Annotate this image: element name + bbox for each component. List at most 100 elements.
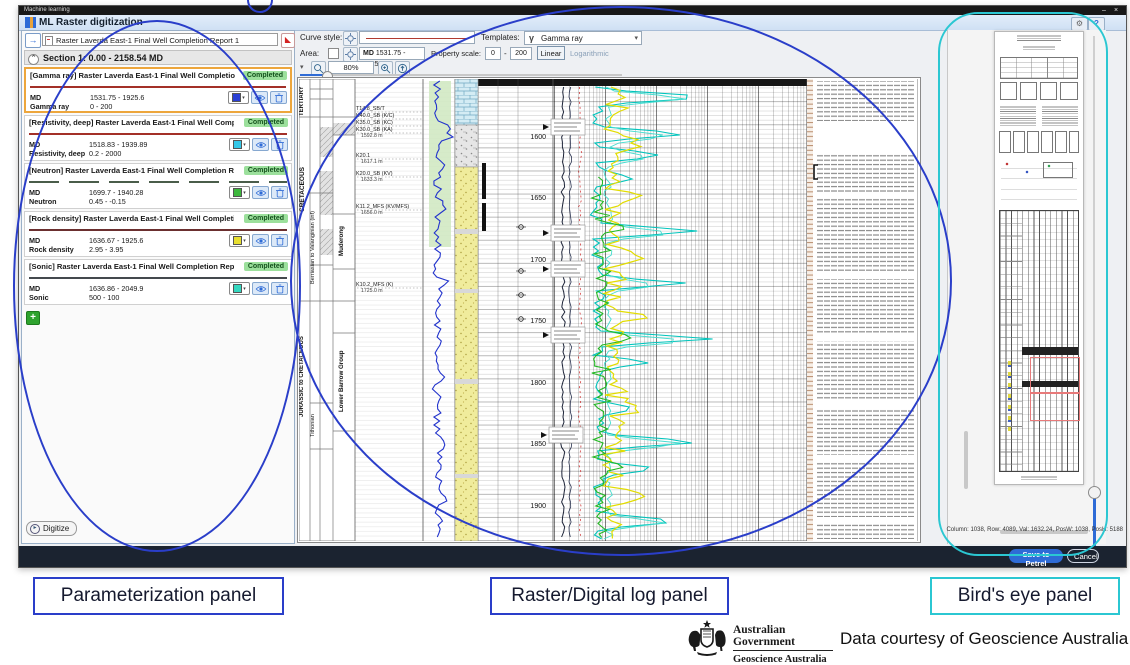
color-swatch-dropdown[interactable]: ▾ [228,91,249,104]
help-icon[interactable]: ? [1088,16,1105,31]
curve-style-preview [29,181,287,183]
birdseye-slider-track[interactable] [1093,36,1095,548]
scale-from-input[interactable]: 0 [485,47,501,60]
strat-stage: Tithonian [310,414,316,438]
visibility-eye-button[interactable] [252,234,269,247]
digitize-label: Digitize [43,524,70,533]
curve-card-rock-density[interactable]: [Rock density] Raster Laverda East-1 Fin… [24,211,292,257]
gamma-icon: γ [529,33,535,43]
track-header [478,79,807,86]
depth-label: 1650 [530,195,546,202]
eye-icon [255,285,266,292]
visibility-eye-button[interactable] [251,91,268,104]
depth-label: 1800 [530,380,546,387]
digitize-button[interactable]: ▸ Digitize [26,521,78,536]
label-log-panel: Raster/Digital log panel [490,577,729,615]
source-log-field[interactable]: Raster Laverda East-1 Final Well Complet… [42,33,278,46]
eye-icon [255,237,266,244]
curve-card-title: [Resistivity, deep] Raster Laverda East-… [29,118,234,127]
template-dropdown[interactable]: γ Gamma ray ▾ [524,31,642,45]
curve-card-title: [Gamma ray] Raster Laverda East-1 Final … [30,71,235,80]
mini-box [1000,82,1017,100]
dash: - [403,50,406,57]
curve-card-neutron[interactable]: [Neutron] Raster Laverda East-1 Final We… [24,163,292,209]
curve-card-sonic[interactable]: [Sonic] Raster Laverda East-1 Final Well… [24,259,292,305]
blue-arrow-icon[interactable]: → [25,33,41,48]
log-graphics [299,79,918,541]
color-swatch-dropdown[interactable]: ▾ [229,282,250,295]
delete-button[interactable] [271,234,288,247]
mini-title-lines [1023,45,1055,51]
area-checkbox[interactable] [328,48,339,59]
app-header: ML Raster digitization ⚙ ? [19,15,1126,31]
pick-area-icon[interactable] [343,47,358,62]
strat-stage: Berriasian to Valanginian (inf) [310,211,316,285]
curve-style-preview-box[interactable] [359,31,475,44]
delete-button[interactable] [270,91,287,104]
red-flag-icon[interactable]: ◣ [281,33,295,48]
raster-log-view[interactable]: TERTIARY CRETACEOUS JURASSIC to CRETACEO… [297,77,921,543]
chevron-down-icon: ▾ [634,35,638,42]
logarithmic-button[interactable]: Logarithmic [570,49,609,58]
birdseye-thumbnail[interactable] [994,31,1084,485]
close-icon[interactable]: × [1113,7,1119,14]
save-to-petrel-button[interactable]: Save to Petrel [1009,549,1063,568]
delete-button[interactable] [271,138,288,151]
log-curves [431,80,713,540]
formation-top: K10.2_MFS (K) [356,282,394,288]
pick-style-icon[interactable] [343,31,358,46]
delete-button[interactable] [271,282,288,295]
cancel-button[interactable]: Cancel [1067,549,1099,563]
zoom-level-input[interactable]: 80% [328,61,374,74]
cursor-status-line: Column: 1038, Row: 4089, Val: 1632.24, P… [946,527,1123,533]
collapse-chevron-icon[interactable]: ⌃ [28,53,39,65]
visibility-eye-button[interactable] [252,138,269,151]
visibility-eye-button[interactable] [252,282,269,295]
color-swatch-dropdown[interactable]: ▾ [229,234,250,247]
curve-style-preview [29,133,287,135]
dropdown-arrow-icon: ▾ [242,94,245,101]
visibility-eye-button[interactable] [252,186,269,199]
area-md-range[interactable]: MD 1531.75 - 1925.6 [359,47,425,68]
birdseye-slider-fill [1092,496,1096,546]
md-from: 1531.75 [375,50,402,57]
dropdown-arrow-icon: ▾ [243,189,246,196]
source-log-name: Raster Laverda East-1 Final Well Complet… [56,36,240,45]
birdseye-slider-handle[interactable] [1088,486,1101,499]
settings-gear-icon[interactable]: ⚙ [1071,16,1088,31]
mini-vertical-scrollbar[interactable] [964,431,968,489]
section-header[interactable]: ⌃ Section 1: 0.00 - 2158.54 MD [24,50,292,65]
mini-header-cell [1069,131,1079,153]
data-credit: Data courtesy of Geoscience Australia [840,629,1129,648]
section-title: Section 1: 0.00 - 2158.54 MD [43,53,164,63]
minimize-icon[interactable]: – [1102,7,1106,14]
zoom-slider-track[interactable] [300,70,622,82]
color-swatch-dropdown[interactable]: ▾ [229,186,250,199]
add-curve-button[interactable]: + [26,311,40,325]
linear-button[interactable]: Linear [537,46,565,60]
property-scale-label: Property scale: [431,49,482,58]
formation-top: K11.2_MFS (KV/MFS) [356,204,410,210]
curve-card-gamma-ray[interactable]: [Gamma ray] Raster Laverda East-1 Final … [24,67,292,113]
divider [733,650,833,651]
color-swatch-dropdown[interactable]: ▾ [229,138,250,151]
mini-header-cell [1027,131,1039,153]
curve-card-resistivity[interactable]: [Resistivity, deep] Raster Laverda East-… [24,115,292,161]
chevron-down-icon[interactable]: ▾ [300,64,304,71]
mini-table [1000,57,1078,79]
fit-view-icon[interactable] [395,61,410,76]
curve-style-preview [29,277,287,279]
horizontal-scrollbar[interactable] [1000,530,1088,534]
depth-label: 1600 [530,134,546,141]
scale-to-input[interactable]: 200 [510,47,532,60]
dropdown-arrow-icon: ▾ [243,237,246,244]
dropdown-arrow-icon: ▾ [243,285,246,292]
delete-button[interactable] [271,186,288,199]
